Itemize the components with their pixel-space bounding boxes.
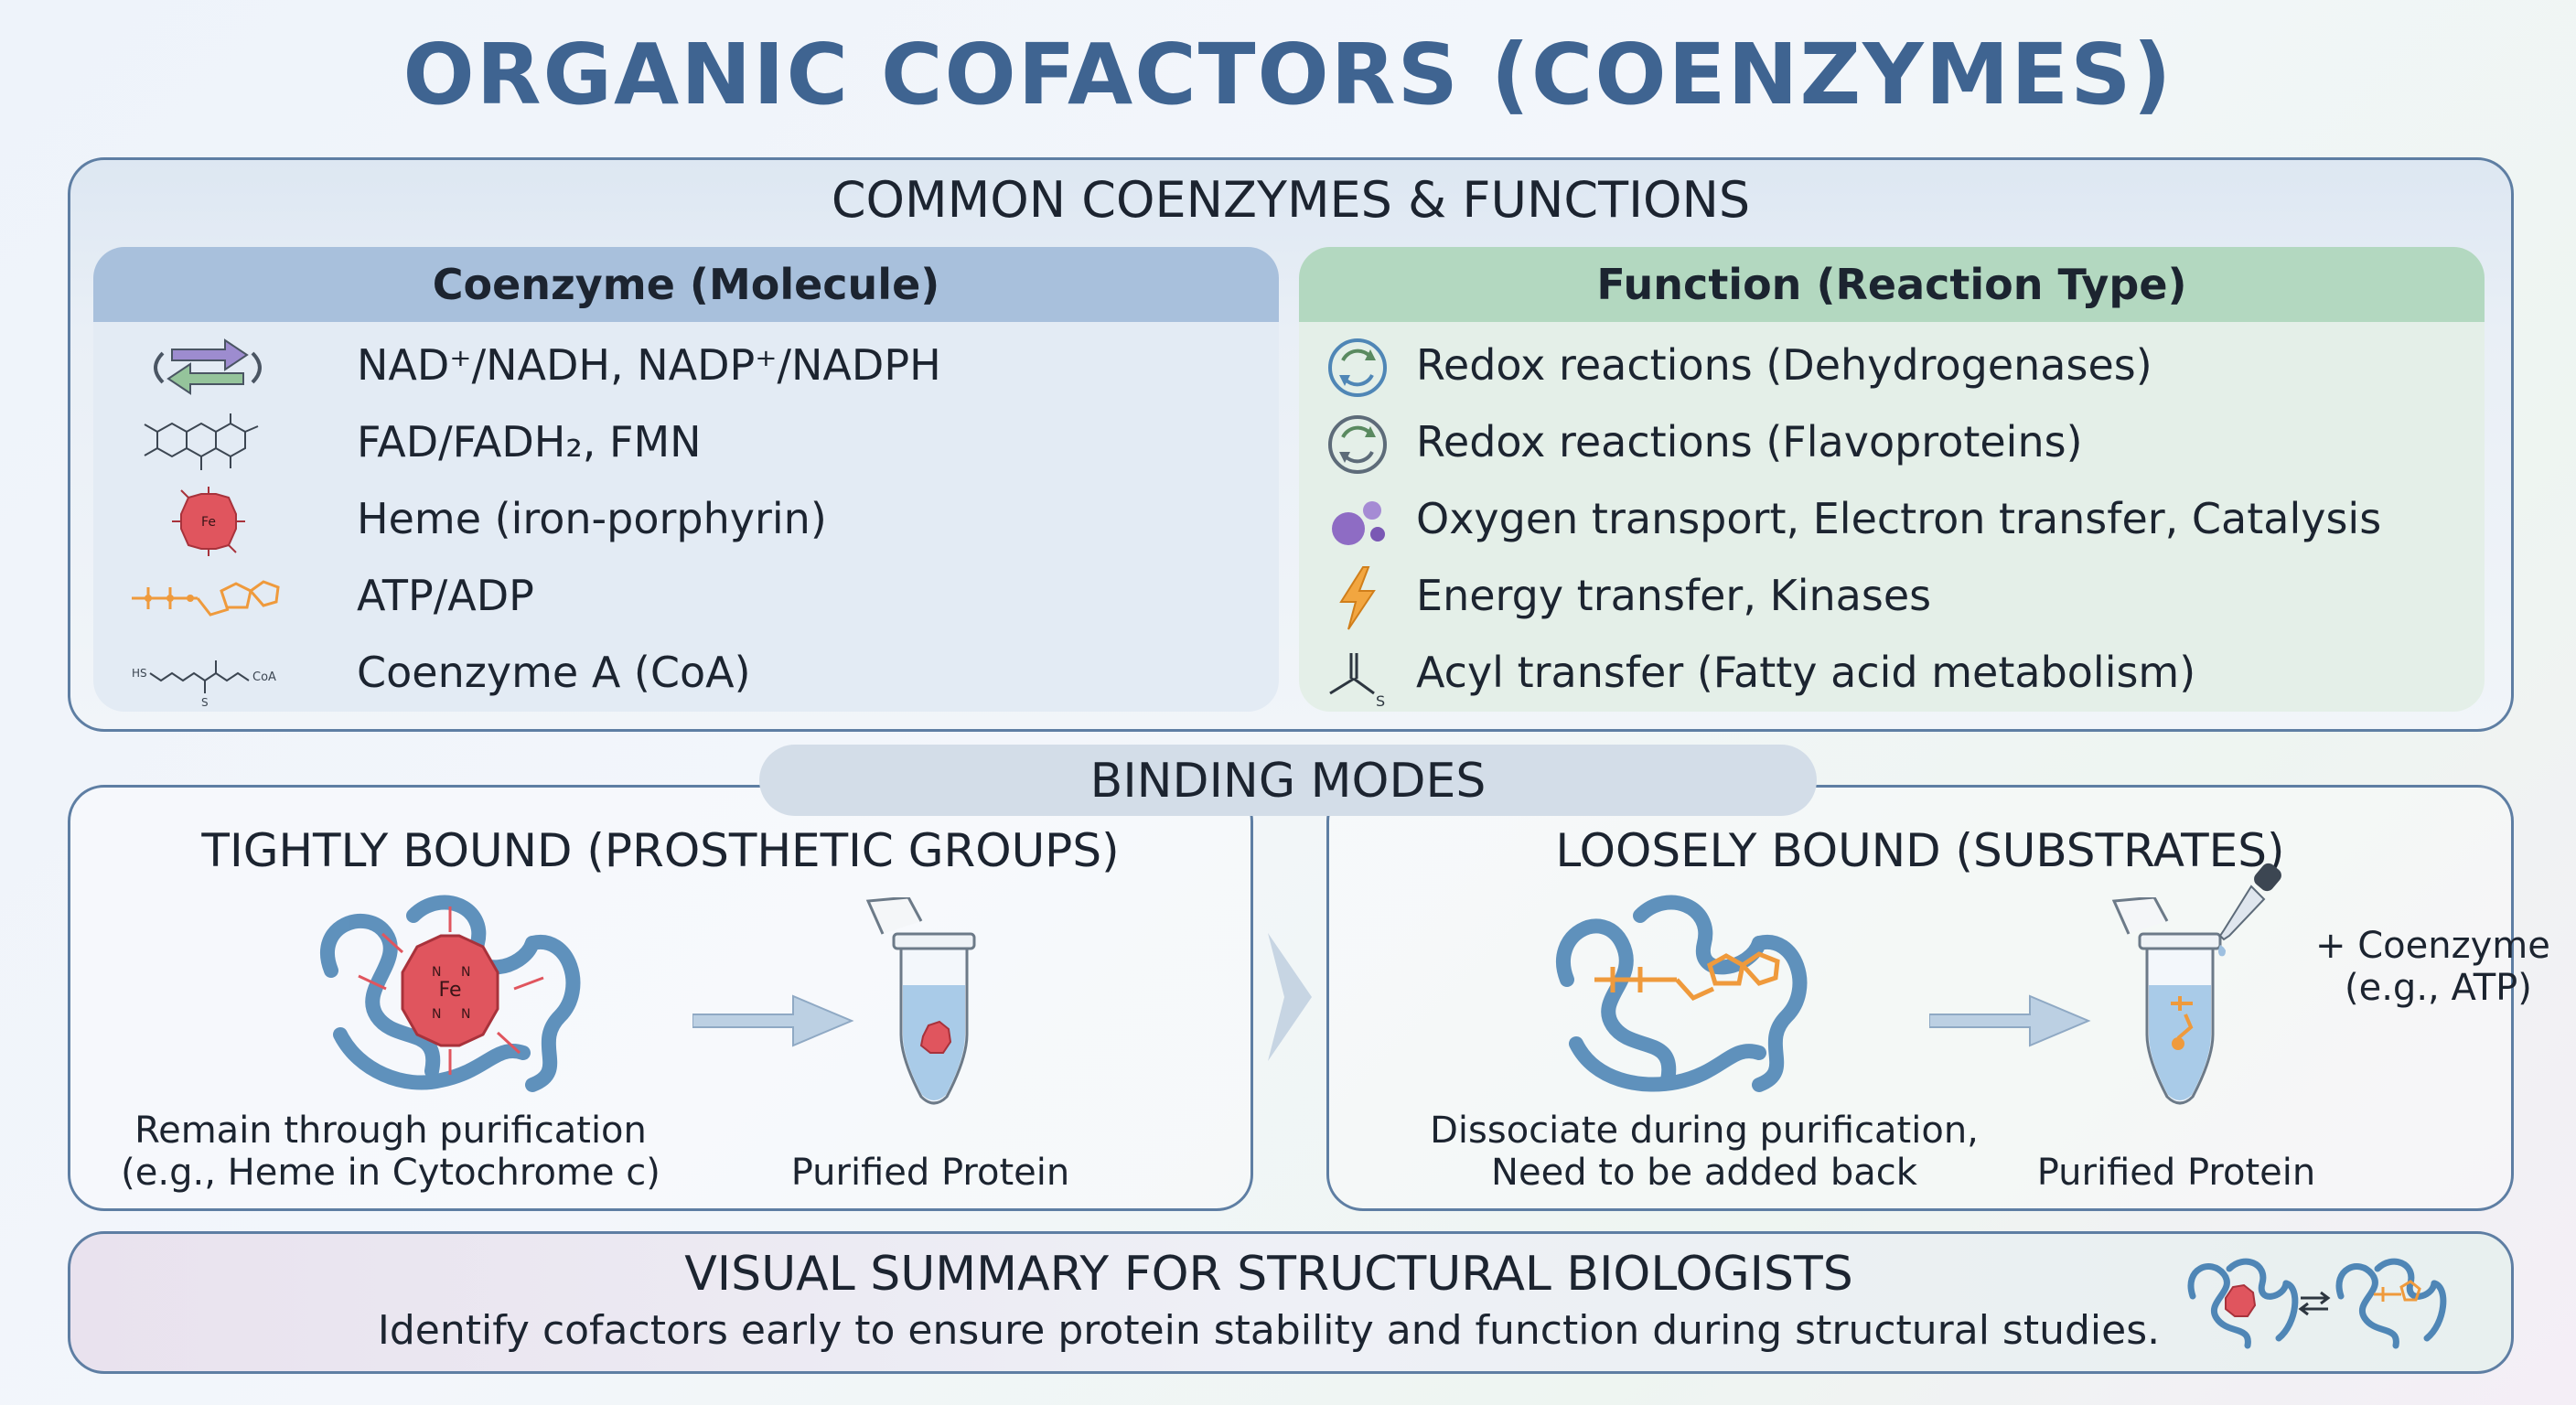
bubbles-icon — [1321, 487, 1394, 556]
protein-with-atp-illustration — [1540, 888, 1832, 1099]
page-title: ORGANIC COFACTORS (COENZYMES) — [402, 26, 2174, 123]
add-coenzyme-note: + Coenzyme (e.g., ATP) — [2315, 925, 2550, 1009]
summary-title: VISUAL SUMMARY FOR STRUCTURAL BIOLOGISTS — [684, 1247, 1853, 1302]
add-coenzyme-example: (e.g., ATP) — [2345, 967, 2532, 1009]
function-label: Energy transfer, Kinases — [1416, 571, 1932, 620]
dropper-icon — [2207, 861, 2290, 961]
function-column: Function (Reaction Type) Redox reactions… — [1299, 247, 2485, 712]
right-arrow-icon — [692, 989, 857, 1053]
add-coenzyme-line: + Coenzyme — [2315, 925, 2550, 967]
molecule-row: FAD/FADH₂, FMN — [93, 406, 1279, 483]
cycle-icon — [1321, 333, 1394, 402]
tightly-bound-title: TIGHTLY BOUND (PROSTHETIC GROUPS) — [201, 824, 1120, 877]
loose-caption-line: Dissociate during purification, — [1430, 1110, 1979, 1152]
function-row: Oxygen transport, Electron transfer, Cat… — [1299, 483, 2485, 560]
function-row: Energy transfer, Kinases — [1299, 560, 2485, 637]
heme-icon: Fe — [130, 487, 285, 556]
coa-structure-icon: HS S CoA — [130, 640, 285, 710]
atp-structure-icon — [130, 563, 285, 633]
tight-n-label: N — [432, 965, 441, 980]
tight-fe-label: Fe — [439, 979, 462, 1002]
tube-with-heme-illustration — [857, 897, 1004, 1117]
protein-equilibrium-icon — [2184, 1250, 2449, 1357]
right-arrow-icon — [1929, 989, 2094, 1053]
molecule-label: Heme (iron-porphyrin) — [357, 494, 827, 543]
loose-caption: Dissociate during purification, Need to … — [1393, 1110, 2015, 1194]
molecule-row: NAD⁺/NADH, NADP⁺/NADPH — [93, 329, 1279, 406]
molecule-label: NAD⁺/NADH, NADP⁺/NADPH — [357, 340, 941, 390]
function-label: Oxygen transport, Electron transfer, Cat… — [1416, 494, 2382, 543]
protein-with-heme-illustration: Fe N N N N — [304, 888, 596, 1099]
cycle-icon — [1321, 410, 1394, 479]
molecule-row: HS S CoA Coenzyme A (CoA) — [93, 637, 1279, 712]
molecule-column-header: Coenzyme (Molecule) — [93, 247, 1279, 322]
summary-subtitle: Identify cofactors early to ensure prote… — [377, 1307, 2161, 1354]
heme-fe-label: Fe — [201, 515, 216, 530]
function-row: Redox reactions (Dehydrogenases) — [1299, 329, 2485, 406]
redox-arrows-icon — [130, 333, 285, 402]
loose-caption-line: Need to be added back — [1491, 1152, 1917, 1194]
thio-s-label: S — [1376, 692, 1385, 710]
tight-n-label: N — [432, 1007, 441, 1022]
coa-s-label: S — [201, 696, 209, 709]
molecule-column: Coenzyme (Molecule) NAD⁺/NADH, NADP⁺/NAD… — [93, 247, 1279, 712]
molecule-row: ATP/ADP — [93, 560, 1279, 637]
tube-with-atp-illustration — [2103, 897, 2249, 1117]
tight-n-label: N — [461, 1007, 470, 1022]
loose-tube-label: Purified Protein — [2036, 1152, 2316, 1194]
binding-modes-label: BINDING MODES — [1089, 754, 1487, 809]
function-row: S Acyl transfer (Fatty acid metabolism) — [1299, 637, 2485, 712]
function-label: Redox reactions (Dehydrogenases) — [1416, 340, 2152, 390]
molecule-label: Coenzyme A (CoA) — [357, 648, 751, 697]
function-label: Redox reactions (Flavoproteins) — [1416, 417, 2083, 467]
tight-caption-line: (e.g., Heme in Cytochrome c) — [121, 1152, 660, 1194]
coenzymes-heading: COMMON COENZYMES & FUNCTIONS — [831, 171, 1751, 229]
summary-panel: VISUAL SUMMARY FOR STRUCTURAL BIOLOGISTS… — [68, 1231, 2514, 1374]
molecule-label: ATP/ADP — [357, 571, 534, 620]
tight-tube-label: Purified Protein — [790, 1152, 1070, 1194]
coa-hs-label: HS — [132, 667, 147, 680]
chevron-right-icon — [1262, 933, 1317, 1061]
flavin-structure-icon — [130, 410, 285, 479]
molecule-label: FAD/FADH₂, FMN — [357, 417, 702, 467]
loosely-bound-title: LOOSELY BOUND (SUBSTRATES) — [1555, 824, 2285, 877]
tight-caption: Remain through purification (e.g., Heme … — [89, 1110, 692, 1194]
lightning-icon — [1321, 563, 1394, 633]
function-label: Acyl transfer (Fatty acid metabolism) — [1416, 648, 2196, 697]
thioester-icon: S — [1321, 640, 1394, 710]
loosely-bound-panel: LOOSELY BOUND (SUBSTRATES) — [1326, 785, 2550, 1211]
function-row: Redox reactions (Flavoproteins) — [1299, 406, 2485, 483]
tight-caption-line: Remain through purification — [134, 1110, 647, 1152]
tightly-bound-panel: TIGHTLY BOUND (PROSTHETIC GROUPS) Fe N N… — [68, 785, 1253, 1211]
function-column-header: Function (Reaction Type) — [1299, 247, 2485, 322]
binding-modes-heading: BINDING MODES — [759, 745, 1817, 816]
tight-n-label: N — [461, 965, 470, 980]
molecule-row: Fe Heme (iron-porphyrin) — [93, 483, 1279, 560]
coa-tail-label: CoA — [252, 670, 276, 684]
